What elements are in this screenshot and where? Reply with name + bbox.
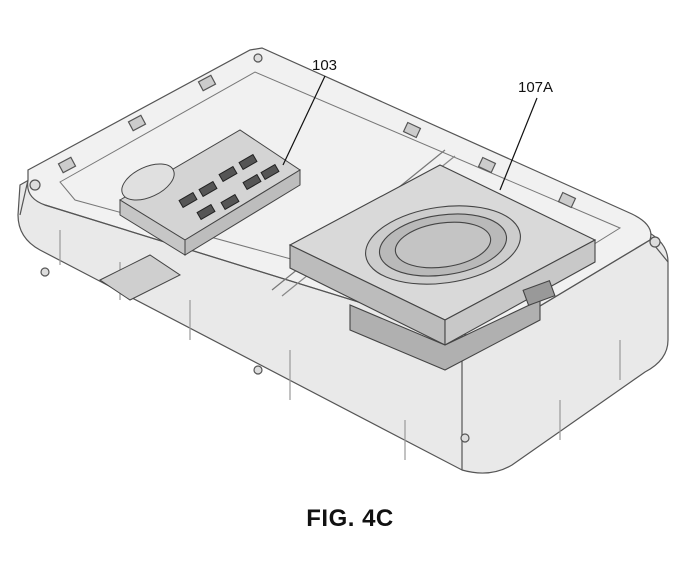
reference-label-107a: 107A — [518, 79, 553, 96]
leader-line-107a — [499, 97, 538, 191]
figure-caption: FIG. 4C — [306, 505, 394, 532]
circuit-board — [99, 129, 301, 301]
leader-line-103 — [282, 75, 326, 166]
speaker-module — [288, 164, 597, 371]
reference-label-103: 103 — [312, 57, 337, 74]
